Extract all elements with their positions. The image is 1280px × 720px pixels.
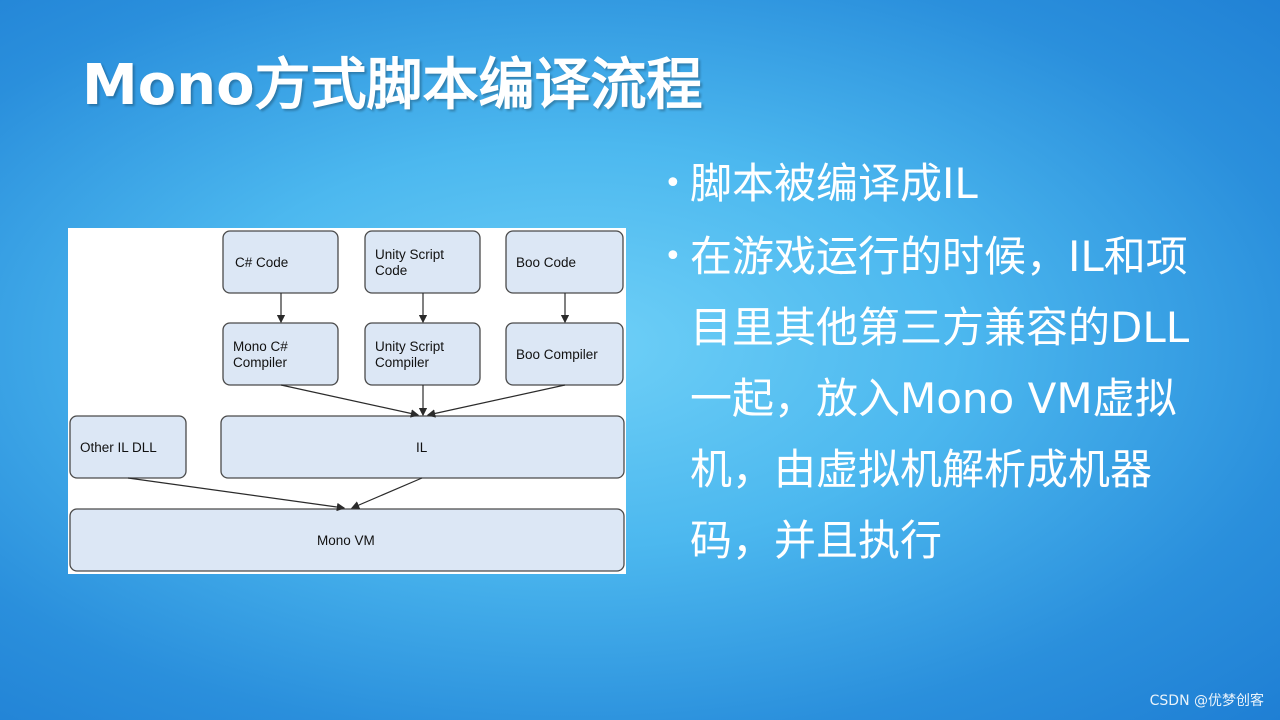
node-boo-compiler-label: Boo Compiler bbox=[516, 347, 598, 362]
node-unity-script-compiler-label-2: Compiler bbox=[375, 355, 430, 370]
node-unity-script-code: Unity Script Code bbox=[364, 230, 481, 294]
node-csharp-code-label: C# Code bbox=[235, 255, 288, 270]
watermark: CSDN @优梦创客 bbox=[1149, 693, 1264, 709]
bullet-dot-icon: • bbox=[664, 239, 682, 274]
bullet-list: • 脚本被编译成IL • 在游戏运行的时候，IL和项目里其他第三方兼容的DLL一… bbox=[664, 148, 1204, 576]
node-mono-csharp-compiler-label-2: Compiler bbox=[233, 355, 288, 370]
node-unity-script-compiler-label-1: Unity Script bbox=[375, 339, 444, 354]
node-boo-compiler: Boo Compiler bbox=[505, 322, 624, 386]
node-mono-vm-label: Mono VM bbox=[317, 533, 375, 548]
node-mono-vm: Mono VM bbox=[69, 508, 625, 572]
node-boo-code-label: Boo Code bbox=[516, 255, 576, 270]
node-il: IL bbox=[220, 415, 625, 479]
bullet-dot-icon: • bbox=[664, 166, 682, 201]
bullet-item: • 脚本被编译成IL bbox=[664, 148, 1204, 219]
node-other-il-dll-label: Other IL DLL bbox=[80, 440, 157, 455]
bullet-item: • 在游戏运行的时候，IL和项目里其他第三方兼容的DLL一起，放入Mono VM… bbox=[664, 221, 1204, 576]
node-other-il-dll: Other IL DLL bbox=[69, 415, 187, 479]
arrow-other-dll-to-vm bbox=[127, 477, 346, 512]
slide-title: Mono方式脚本编译流程 bbox=[82, 53, 703, 118]
node-csharp-code: C# Code bbox=[222, 230, 339, 294]
node-unity-script-code-label-1: Unity Script bbox=[375, 247, 444, 262]
node-mono-csharp-compiler: Mono C# Compiler bbox=[222, 322, 339, 386]
bullet-text: 脚本被编译成IL bbox=[690, 159, 978, 208]
arrow-boo-compiler-to-il bbox=[426, 384, 566, 418]
node-unity-script-code-label-2: Code bbox=[375, 263, 407, 278]
arrow-il-to-vm bbox=[350, 477, 423, 510]
mono-compile-diagram: C# Code Unity Script Code Boo Code Mono … bbox=[68, 228, 626, 574]
node-il-label: IL bbox=[416, 440, 428, 455]
bullet-text: 在游戏运行的时候，IL和项目里其他第三方兼容的DLL一起，放入Mono VM虚拟… bbox=[690, 232, 1190, 565]
arrow-mono-compiler-to-il bbox=[280, 384, 420, 418]
node-boo-code: Boo Code bbox=[505, 230, 624, 294]
node-mono-csharp-compiler-label-1: Mono C# bbox=[233, 339, 288, 354]
node-unity-script-compiler: Unity Script Compiler bbox=[364, 322, 481, 386]
